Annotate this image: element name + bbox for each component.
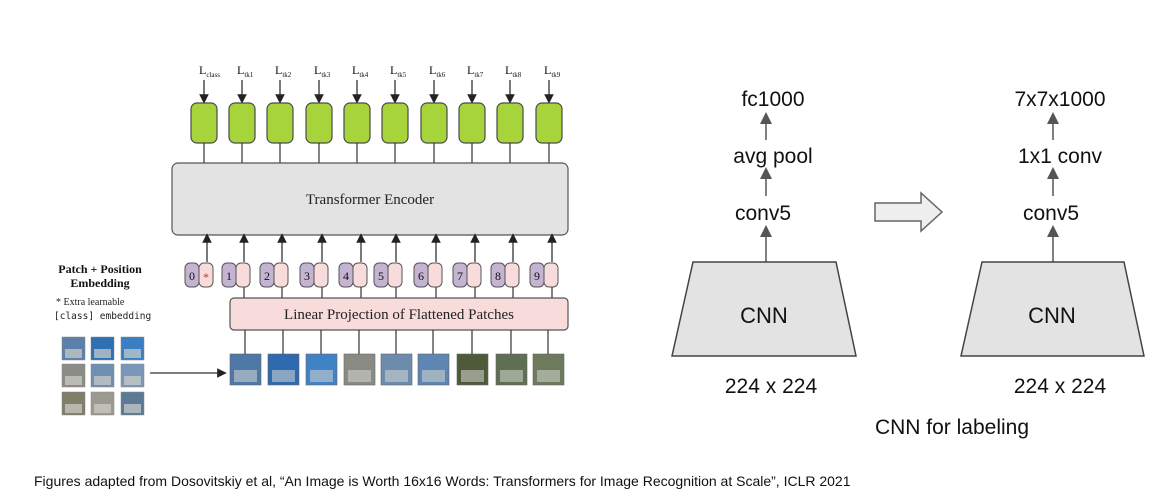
output-label-tk3: Ltk3 bbox=[314, 63, 331, 79]
class-token bbox=[198, 262, 214, 288]
embedding-title-line2: Embedding bbox=[70, 276, 129, 290]
flattened-patch-detail bbox=[422, 370, 445, 382]
cnn-left-block-label: CNN bbox=[740, 303, 788, 328]
flattened-patch-detail bbox=[348, 370, 371, 382]
cnn-right-output-label: 7x7x1000 bbox=[1014, 88, 1105, 111]
flattened-patch-detail bbox=[272, 370, 295, 382]
source-image-patches-grid bbox=[61, 336, 145, 416]
position-index-5: 5 bbox=[378, 269, 384, 283]
patch-token bbox=[504, 262, 520, 288]
cnn-left-block bbox=[671, 261, 857, 357]
patch-token bbox=[352, 262, 368, 288]
position-index-6: 6 bbox=[418, 269, 424, 283]
conversion-arrow bbox=[874, 191, 944, 233]
patch-token bbox=[235, 262, 251, 288]
patch-token bbox=[313, 262, 329, 288]
embedding-title-line1: Patch + Position bbox=[58, 262, 142, 276]
output-label-tk7: Ltk7 bbox=[467, 63, 484, 79]
cnn-left-avgpool-label: avg pool bbox=[733, 145, 812, 168]
output-label-class: Lclass bbox=[199, 63, 220, 79]
flattened-patch-detail bbox=[310, 370, 333, 382]
source-patch-detail bbox=[65, 404, 82, 413]
output-label-tk1: Ltk1 bbox=[237, 63, 254, 79]
flattened-patch-detail bbox=[461, 370, 484, 382]
cnn-left-input-size: 224 x 224 bbox=[725, 375, 818, 398]
cnn-right-block bbox=[960, 261, 1145, 357]
patch-token bbox=[543, 262, 559, 288]
output-node bbox=[305, 102, 333, 144]
source-patch-detail bbox=[94, 349, 111, 358]
patch-token bbox=[466, 262, 482, 288]
output-label-tk9: Ltk9 bbox=[544, 63, 561, 79]
position-index-9: 9 bbox=[534, 269, 540, 283]
cnn-left-conv5-label: conv5 bbox=[735, 202, 791, 225]
source-patch-detail bbox=[94, 376, 111, 385]
source-patch-detail bbox=[124, 404, 141, 413]
output-node bbox=[458, 102, 486, 144]
cnn-right-conv5-label: conv5 bbox=[1023, 202, 1079, 225]
cnn-right-1x1conv-label: 1x1 conv bbox=[1018, 145, 1103, 168]
output-label-tk8: Ltk8 bbox=[505, 63, 522, 79]
output-node bbox=[381, 102, 409, 144]
source-patch-detail bbox=[65, 376, 82, 385]
position-index-8: 8 bbox=[495, 269, 501, 283]
output-node bbox=[266, 102, 294, 144]
figure-caption: Figures adapted from Dosovitskiy et al, … bbox=[34, 473, 851, 489]
patch-token bbox=[273, 262, 289, 288]
linear-projection-label: Linear Projection of Flattened Patches bbox=[284, 307, 514, 323]
output-label-tk6: Ltk6 bbox=[429, 63, 446, 79]
cnn-diagram: fc1000 avg pool conv5 CNN 224 x 224 7x7x… bbox=[671, 88, 1145, 439]
position-index-3: 3 bbox=[304, 269, 310, 283]
output-label-tk5: Ltk5 bbox=[390, 63, 407, 79]
extra-note-line1: * Extra learnable bbox=[56, 297, 125, 308]
output-label-tk4: Ltk4 bbox=[352, 63, 369, 79]
position-index-2: 2 bbox=[264, 269, 270, 283]
output-node bbox=[496, 102, 524, 144]
cnn-caption: CNN for labeling bbox=[875, 416, 1029, 439]
patch-token bbox=[427, 262, 443, 288]
transformer-encoder-box bbox=[171, 162, 569, 236]
cnn-left-output-label: fc1000 bbox=[741, 88, 804, 111]
output-node bbox=[343, 102, 371, 144]
transformer-encoder-label: Transformer Encoder bbox=[306, 192, 434, 208]
position-index-1: 1 bbox=[226, 269, 232, 283]
vit-diagram: Lclass Ltk1 Ltk2 Ltk3 Ltk4 Ltk5 Ltk6 Ltk7 Ltk8 Lt… bbox=[54, 63, 569, 416]
flattened-patch-detail bbox=[385, 370, 408, 382]
source-patch-detail bbox=[124, 376, 141, 385]
output-node bbox=[420, 102, 448, 144]
position-index-7: 7 bbox=[457, 269, 463, 283]
linear-projection-box bbox=[229, 297, 569, 331]
cnn-right-input-size: 224 x 224 bbox=[1014, 375, 1107, 398]
cnn-right-block-label: CNN bbox=[1028, 303, 1076, 328]
output-node bbox=[228, 102, 256, 144]
flattened-patch-detail bbox=[500, 370, 523, 382]
flattened-patches-row bbox=[229, 330, 565, 386]
output-node bbox=[535, 102, 563, 144]
class-token-marker: * bbox=[203, 270, 209, 284]
position-index-4: 4 bbox=[343, 269, 349, 283]
flattened-patch-detail bbox=[234, 370, 257, 382]
position-index-0: 0 bbox=[189, 269, 195, 283]
patch-token bbox=[387, 262, 403, 288]
source-patch-detail bbox=[124, 349, 141, 358]
output-node bbox=[190, 102, 218, 144]
source-patch-detail bbox=[65, 349, 82, 358]
output-label-tk2: Ltk2 bbox=[275, 63, 292, 79]
source-patch-detail bbox=[94, 404, 111, 413]
flattened-patch-detail bbox=[537, 370, 560, 382]
extra-note-line2: [class] embedding bbox=[54, 311, 151, 322]
